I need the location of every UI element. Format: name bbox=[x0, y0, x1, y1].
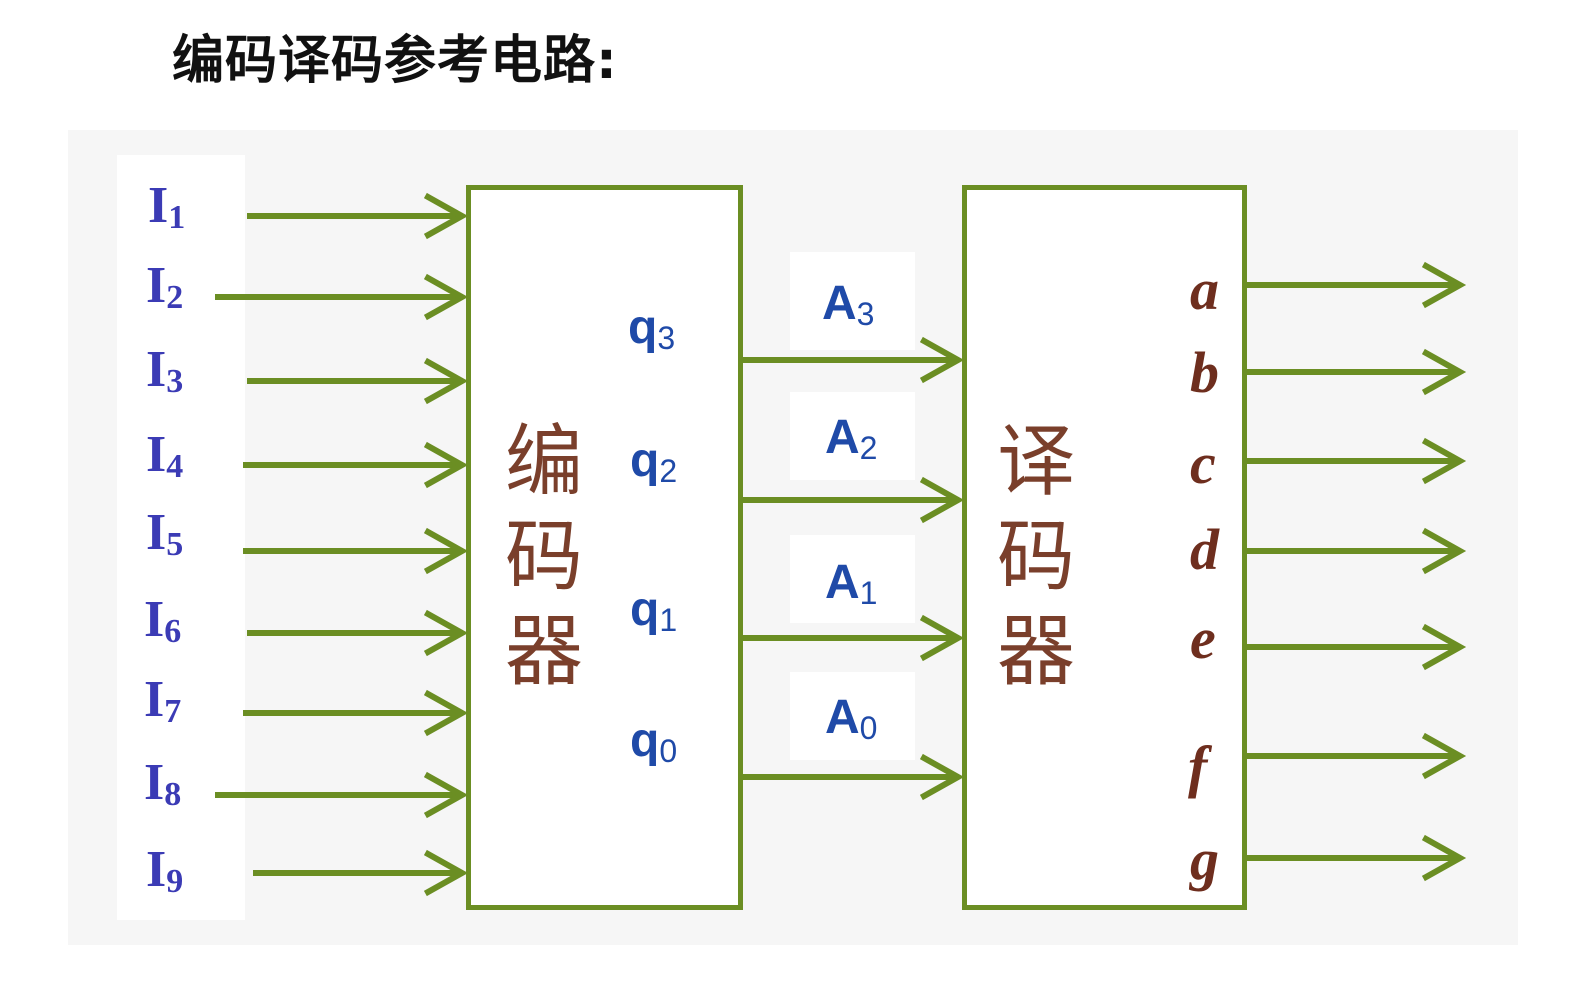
input-label-i9: I9 bbox=[146, 841, 184, 900]
input-label-i4: I4 bbox=[146, 426, 184, 485]
encoder-char: 码 bbox=[504, 512, 583, 602]
input-label-i6: I6 bbox=[144, 591, 182, 650]
decoder-char: 译 bbox=[996, 417, 1075, 507]
encoder-char: 器 bbox=[504, 607, 583, 697]
decoder-output-d: d bbox=[1190, 517, 1219, 582]
decoder-char: 器 bbox=[996, 607, 1075, 697]
encoder-title: 编 码 器 bbox=[499, 415, 589, 700]
encoder-input-arrows bbox=[215, 192, 469, 897]
decoder-output-c: c bbox=[1190, 431, 1216, 496]
decoder-output-a: a bbox=[1190, 257, 1219, 322]
bus-label-panel bbox=[790, 535, 915, 623]
decoder-output-b: b bbox=[1190, 340, 1219, 405]
input-label-i1: I1 bbox=[148, 177, 186, 236]
decoder-output-f: f bbox=[1188, 734, 1208, 799]
decoder-title: 译 码 器 bbox=[991, 415, 1081, 700]
input-label-i2: I2 bbox=[146, 257, 184, 316]
bus-arrows bbox=[740, 336, 965, 801]
bus-label-panel bbox=[790, 252, 915, 350]
page-title: 编码译码参考电路: bbox=[172, 31, 618, 91]
encoder-char: 编 bbox=[504, 417, 583, 507]
encoder-output-q1: q1 bbox=[630, 583, 678, 638]
bus-label-a2: A2 bbox=[825, 411, 878, 466]
decoder-output-arrows bbox=[1244, 261, 1467, 882]
decoder-block: 译 码 器 bbox=[962, 185, 1247, 910]
decoder-output-e: e bbox=[1190, 606, 1216, 671]
decoder-output-g: g bbox=[1190, 827, 1219, 892]
bus-label-panel bbox=[790, 672, 915, 760]
bus-label-a0: A0 bbox=[825, 691, 878, 746]
input-label-i5: I5 bbox=[146, 504, 184, 563]
encoder-output-q0: q0 bbox=[630, 714, 678, 769]
input-label-i8: I8 bbox=[144, 754, 182, 813]
encoder-output-q2: q2 bbox=[630, 434, 678, 489]
bus-label-a3: A3 bbox=[822, 277, 875, 332]
input-label-i3: I3 bbox=[146, 341, 184, 400]
bus-label-a1: A1 bbox=[825, 556, 878, 611]
encoder-output-q3: q3 bbox=[628, 301, 676, 356]
decoder-char: 码 bbox=[996, 512, 1075, 602]
input-label-i7: I7 bbox=[144, 671, 182, 730]
bus-label-panel bbox=[790, 392, 915, 480]
encoder-block: 编 码 器 bbox=[466, 185, 743, 910]
